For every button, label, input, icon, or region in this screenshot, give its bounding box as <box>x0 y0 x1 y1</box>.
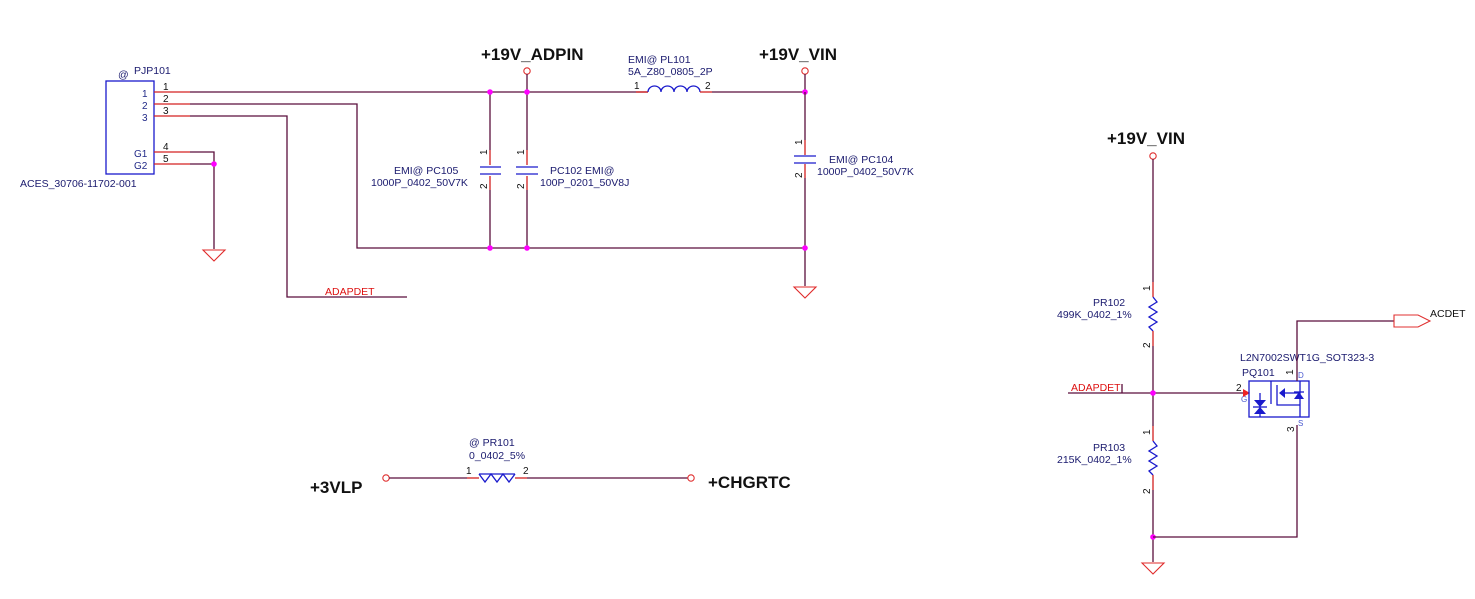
connector-part-number: ACES_30706-11702-001 <box>20 178 137 190</box>
wires-left <box>190 91 805 298</box>
pq101-d-label: D <box>1298 371 1304 380</box>
power-port-19v-adpin[interactable] <box>523 67 531 75</box>
pr101-pin-1: 1 <box>466 466 472 477</box>
inductor-pl101[interactable]: 1 2 EMI@ PL101 5A_Z80_0805_2P <box>628 54 805 93</box>
connector-at-symbol: @ <box>118 69 129 81</box>
junction-dot <box>487 89 493 95</box>
pr103-pin-1: 1 <box>1142 429 1153 435</box>
power-port-19v-vin-right[interactable] <box>1149 152 1157 160</box>
power-port-chgrtc[interactable] <box>687 474 695 482</box>
power-port-19v-vin-top[interactable] <box>801 67 809 75</box>
pl101-pin-2: 2 <box>705 81 711 92</box>
net-label-19v-adpin[interactable]: +19V_ADPIN <box>481 45 584 64</box>
connector-inner-pin-3: 3 <box>142 113 148 124</box>
pr102-value: 499K_0402_1% <box>1057 309 1132 321</box>
output-port-icon <box>1393 314 1432 328</box>
junction-dot <box>1150 390 1156 396</box>
pr102-pin-1: 1 <box>1142 285 1153 291</box>
junction-dot <box>524 245 530 251</box>
power-port-3vlp[interactable] <box>382 474 390 482</box>
gate-arrow-icon <box>1243 389 1250 397</box>
connector-pin-4: 4 <box>163 142 169 153</box>
connector-ref: PJP101 <box>134 65 171 77</box>
net-label-chgrtc[interactable]: +CHGRTC <box>708 473 791 492</box>
pc105-pin-1: 1 <box>479 149 490 155</box>
connector-pin-5: 5 <box>163 154 169 165</box>
pc104-value: 1000P_0402_50V7K <box>817 166 914 178</box>
pr102-label: PR102 <box>1093 297 1125 309</box>
resistor-pr101[interactable]: 1 2 @ PR101 0_0402_5% <box>389 437 688 484</box>
pr103-value: 215K_0402_1% <box>1057 454 1132 466</box>
pq101-g-label: G <box>1241 395 1247 404</box>
connector-inner-pin-g1: G1 <box>134 149 148 160</box>
capacitor-pc105[interactable]: 1 2 EMI@ PC105 1000P_0402_50V7K <box>371 92 501 248</box>
net-label-3vlp[interactable]: +3VLP <box>310 478 362 497</box>
junction-dot <box>487 245 493 251</box>
net-label-19v-vin-top[interactable]: +19V_VIN <box>759 45 837 64</box>
pl101-pin-1: 1 <box>634 81 640 92</box>
capacitor-pc104[interactable]: 1 2 EMI@ PC104 1000P_0402_50V7K <box>794 92 914 286</box>
junction-dot <box>524 89 530 95</box>
pq101-pin-g: 2 <box>1236 383 1242 394</box>
pr101-pin-2: 2 <box>523 466 529 477</box>
pr103-label: PR103 <box>1093 442 1125 454</box>
connector-inner-pin-2: 2 <box>142 101 148 112</box>
connector-pin-1: 1 <box>163 82 169 93</box>
pc105-pin-2: 2 <box>479 183 490 189</box>
pc104-pin-1: 1 <box>794 139 805 145</box>
pq101-pin-d: 1 <box>1285 369 1296 375</box>
resistor-pr103[interactable]: 1 2 PR103 215K_0402_1% <box>1057 420 1159 562</box>
net-label-adapdet-left[interactable]: ADAPDET <box>325 286 375 298</box>
connector-inner-pin-1: 1 <box>142 89 148 100</box>
connector-inner-pin-g2: G2 <box>134 161 148 172</box>
pc102-value: 100P_0201_50V8J <box>540 177 629 189</box>
connector-pin-2: 2 <box>163 94 169 105</box>
resistor-pr102[interactable]: 1 2 PR102 499K_0402_1% <box>1057 282 1159 420</box>
pl101-label: EMI@ PL101 <box>628 54 691 66</box>
pc102-pin-2: 2 <box>516 183 527 189</box>
net-label-adapdet-right[interactable]: ADAPDET <box>1071 382 1121 394</box>
pq101-pin-s: 3 <box>1286 426 1297 432</box>
connector-pjp101[interactable]: @ PJP101 ACES_30706-11702-001 1 2 3 G1 G… <box>20 65 190 190</box>
output-port-acdet[interactable]: ACDET <box>1393 308 1466 328</box>
ground-symbol <box>792 286 818 299</box>
pr101-label: @ PR101 <box>469 437 515 449</box>
capacitor-pc102[interactable]: 1 2 PC102 EMI@ 100P_0201_50V8J <box>516 92 629 248</box>
pq101-s-label: S <box>1298 419 1303 428</box>
connector-body <box>105 80 155 175</box>
pr103-pin-2: 2 <box>1142 488 1153 494</box>
connector-pin-3: 3 <box>163 106 169 117</box>
pq101-label: PQ101 <box>1242 367 1275 379</box>
pc105-label: EMI@ PC105 <box>394 165 459 177</box>
net-label-19v-vin-right[interactable]: +19V_VIN <box>1107 129 1185 148</box>
mosfet-pq101[interactable]: L2N7002SWT1G_SOT323-3 PQ101 2 1 3 G D S <box>1236 352 1374 432</box>
junction-dot <box>211 161 217 167</box>
pl101-value: 5A_Z80_0805_2P <box>628 66 713 78</box>
pr102-pin-2: 2 <box>1142 342 1153 348</box>
pq101-part: L2N7002SWT1G_SOT323-3 <box>1240 352 1374 364</box>
junction-dot <box>802 245 808 251</box>
pr101-value: 0_0402_5% <box>469 450 525 462</box>
pc102-label: PC102 EMI@ <box>550 165 614 177</box>
ground-symbol <box>201 249 227 262</box>
pc105-value: 1000P_0402_50V7K <box>371 177 468 189</box>
ground-symbol <box>1140 562 1166 575</box>
net-label-acdet: ACDET <box>1430 308 1466 320</box>
pc102-pin-1: 1 <box>516 149 527 155</box>
pc104-label: EMI@ PC104 <box>829 154 894 166</box>
pc104-pin-2: 2 <box>794 172 805 178</box>
